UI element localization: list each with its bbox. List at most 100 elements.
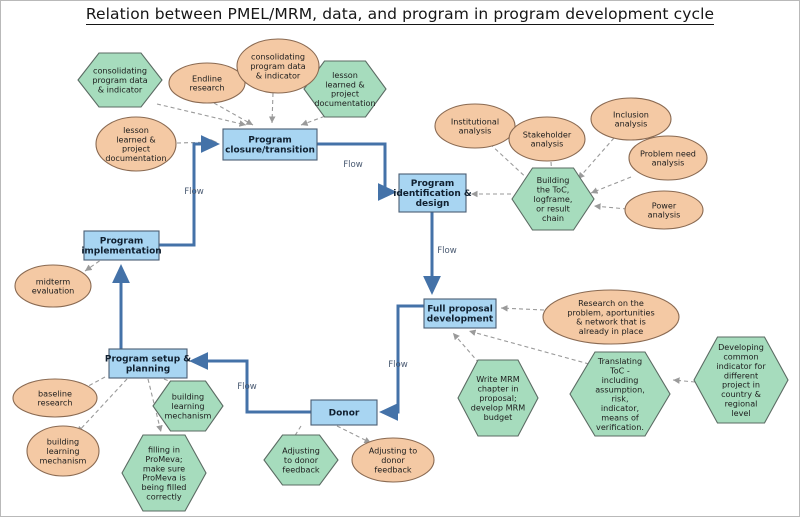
ellipse-shape[interactable] [236,38,320,94]
flow-donor-to-setup [189,352,311,414]
ellipse-shape[interactable] [14,264,92,308]
ellipse-shape[interactable] [12,378,98,418]
ellipse-shape[interactable] [95,116,177,172]
hexagon-shape[interactable] [77,52,163,108]
flow-label-donor-to-setup: Flow [237,382,257,392]
flow-label-closure-to-identification: Flow [343,160,363,170]
hexagon-shape[interactable] [152,380,224,432]
ellipse-shape[interactable] [508,116,586,162]
page-title-text: Relation between PMEL/MRM, data, and pro… [85,5,715,25]
process-shape[interactable] [398,173,467,213]
hexagon-shape[interactable] [569,351,671,437]
dash-research-to-proposal [500,305,545,312]
dash-donor-to-adjusting-ell [336,425,372,444]
hexagon-shape[interactable] [693,336,789,424]
flow-edges [112,135,441,421]
dash-consolidating-ell-to-closure [268,92,276,124]
hexagon-shape[interactable] [303,60,387,118]
dash-mrm-to-proposal [452,332,480,364]
dash-setup-to-building-learning-ell [76,378,128,434]
hexagon-shape[interactable] [511,167,595,231]
dash-inclusion-to-toc [577,137,615,180]
process-shape[interactable] [83,230,160,261]
process-shape[interactable] [108,348,188,379]
ellipse-shape[interactable] [624,190,704,230]
ellipse-shape[interactable] [434,103,516,149]
ellipse-shape[interactable] [628,135,708,181]
dash-problem-to-toc [590,176,632,194]
hexagon-shape[interactable] [263,434,339,486]
flow-label-identification-to-proposal: Flow [437,246,457,256]
flow-label-proposal-to-donor: Flow [388,360,408,370]
process-box-donor[interactable]: Donor [310,399,378,426]
hexagon-shape[interactable] [457,359,539,437]
dash-endline-to-closure [213,102,254,126]
flow-label-implementation-to-closure: Flow [184,187,204,197]
process-shape[interactable] [423,298,497,329]
flow-proposal-to-donor [379,304,424,421]
page-title: Relation between PMEL/MRM, data, and pro… [1,5,799,25]
dash-consolidating-hex-to-closure [156,103,247,127]
ellipse-shape[interactable] [168,62,246,104]
flow-implementation-to-closure [159,135,220,247]
dash-institutional-to-toc [489,143,532,183]
dash-implementation-to-midterm [84,252,112,272]
hexagon-shape[interactable] [121,434,207,512]
ellipse-shape[interactable] [542,289,680,345]
process-box-setup[interactable]: Program setup &planning [105,348,191,379]
process-shape[interactable] [310,399,378,426]
ellipse-shape[interactable] [590,97,672,141]
ellipse-shape[interactable] [351,437,435,483]
dash-developing-to-translating [672,377,696,384]
process-shape[interactable] [222,128,318,161]
dash-power-to-toc [593,203,628,210]
ellipse-shape[interactable] [26,425,100,477]
